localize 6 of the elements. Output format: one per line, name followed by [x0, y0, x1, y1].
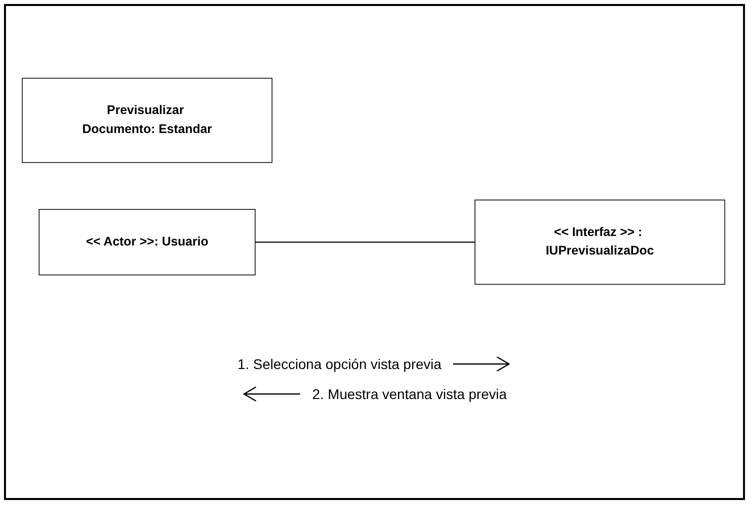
node-box: << Actor >>: Usuario [38, 208, 256, 276]
message-label: 1. Selecciona opción vista previa [238, 356, 442, 372]
connector [255, 241, 475, 242]
node-box: Previsualizar Documento: Estandar [22, 78, 272, 163]
node-box: << Interfaz >> : IUPrevisualizaDoc [474, 199, 726, 284]
message-label: 2. Muestra ventana vista previa [312, 386, 507, 402]
